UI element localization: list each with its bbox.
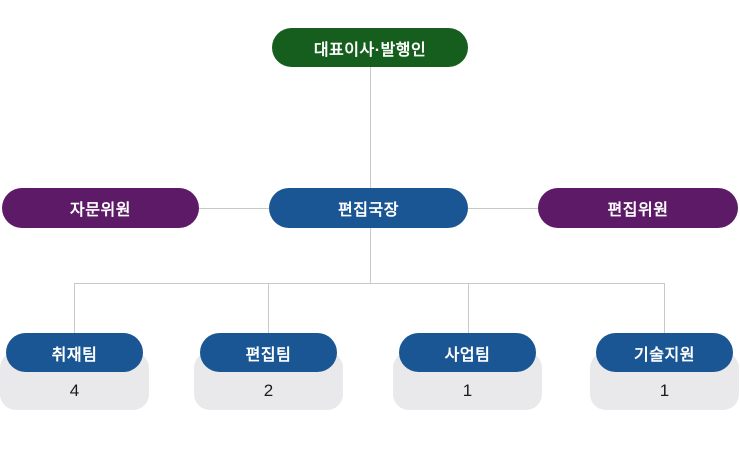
team-unit-reporting: 4 취재팀 bbox=[0, 333, 149, 411]
org-node-label: 기술지원 bbox=[634, 346, 695, 364]
team-count: 2 bbox=[263, 380, 274, 400]
connector-drop-team-1 bbox=[74, 283, 75, 334]
connector-center-drop bbox=[370, 228, 371, 283]
org-node-label: 사업팀 bbox=[444, 346, 491, 364]
connector-drop-team-3 bbox=[468, 283, 469, 334]
org-node-editorial-board: 편집위원 bbox=[538, 188, 738, 228]
connector-root-to-center bbox=[370, 67, 371, 188]
org-node-label: 편집국장 bbox=[338, 202, 399, 219]
connector-branch-horizontal bbox=[74, 283, 665, 284]
org-node-label: 취재팀 bbox=[51, 346, 98, 364]
connector-drop-team-4 bbox=[664, 283, 665, 334]
team-count: 4 bbox=[69, 380, 80, 400]
team-count: 1 bbox=[462, 380, 473, 400]
team-unit-business: 1 사업팀 bbox=[393, 333, 542, 411]
connector-drop-team-2 bbox=[268, 283, 269, 334]
org-node-business-team: 사업팀 bbox=[399, 333, 536, 372]
org-node-label: 대표이사·발행인 bbox=[313, 41, 427, 59]
org-node-editor-in-chief: 편집국장 bbox=[269, 188, 468, 228]
org-node-reporting-team: 취재팀 bbox=[6, 333, 143, 372]
team-unit-tech-support: 1 기술지원 bbox=[590, 333, 739, 411]
connector-advisory-to-center bbox=[199, 208, 269, 209]
org-node-tech-support-team: 기술지원 bbox=[596, 333, 733, 372]
org-node-label: 편집위원 bbox=[607, 202, 669, 219]
org-node-editing-team: 편집팀 bbox=[200, 333, 337, 372]
org-node-advisory-committee: 자문위원 bbox=[2, 188, 199, 228]
team-unit-editing: 2 편집팀 bbox=[194, 333, 343, 411]
org-node-ceo-publisher: 대표이사·발행인 bbox=[272, 28, 468, 67]
team-count: 1 bbox=[659, 380, 670, 400]
org-node-label: 편집팀 bbox=[245, 346, 292, 364]
connector-center-to-board bbox=[468, 208, 538, 209]
org-node-label: 자문위원 bbox=[70, 202, 131, 219]
